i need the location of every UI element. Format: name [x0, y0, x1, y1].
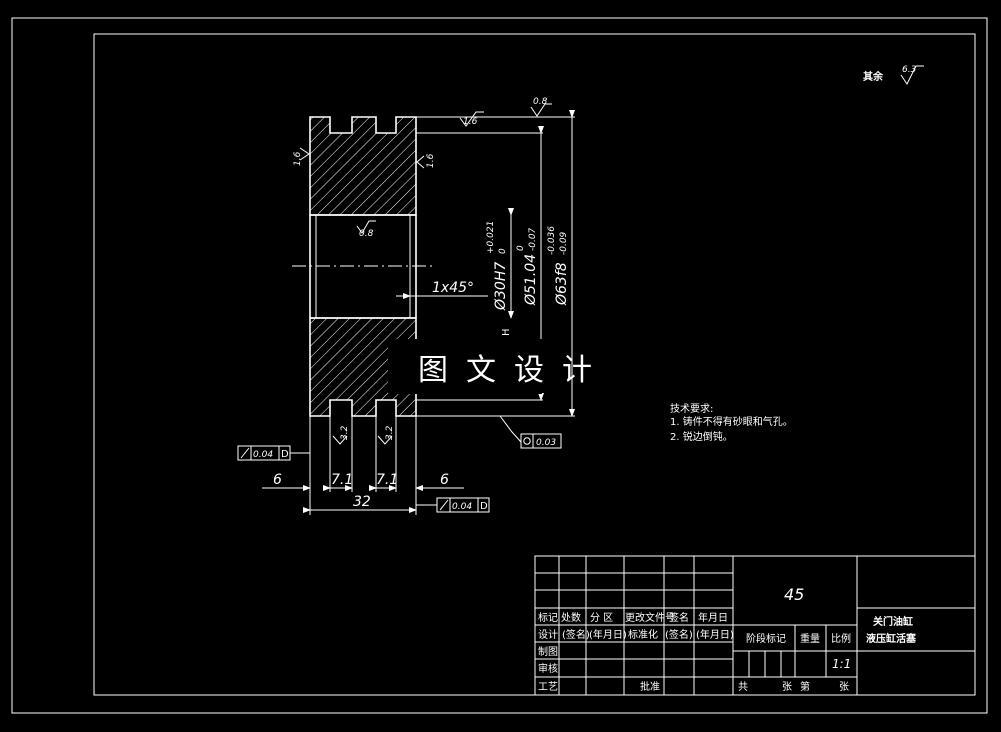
standardize-sign: (签名)	[665, 628, 693, 641]
outer-roughness-symbol-icon	[459, 111, 484, 127]
watermark-background	[388, 339, 542, 394]
weight-label: 重量	[800, 632, 820, 645]
header-sign: 签名	[669, 611, 689, 624]
header-date: 年月日	[698, 611, 728, 624]
review-label: 审核	[538, 662, 558, 675]
groove-a-roughness-value: 3.2	[340, 425, 350, 440]
bore-roughness-symbol-icon	[356, 220, 376, 234]
top-roughness-symbol-icon	[530, 103, 552, 117]
header-mark: 标记	[538, 612, 558, 624]
design-sign: (签名)	[562, 628, 590, 641]
tech-req-item-2: 2. 锐边倒钝。	[670, 430, 733, 443]
sheet-total-label: 共	[738, 681, 748, 693]
technical-requirements: 技术要求: 1. 铸件不得有砂眼和气孔。 2. 锐边倒钝。	[670, 402, 793, 443]
middle-tol-upper: 0	[516, 245, 526, 251]
left-runout-datum: D	[281, 449, 289, 460]
bore-tol-upper: +0.021	[486, 221, 496, 254]
bore-tol-lower: 0	[498, 248, 508, 254]
tech-req-title: 技术要求:	[670, 402, 713, 415]
middle-dimension: Ø51.04	[523, 254, 539, 306]
design-label: 设计	[538, 628, 558, 641]
general-roughness-note: 其余 6.3	[863, 65, 924, 85]
outer-roughness-value: 1.6	[463, 117, 478, 127]
left-length-value: 6	[273, 472, 282, 488]
bottom-runout-frame-box	[436, 497, 490, 513]
design-date: (年月日)	[589, 628, 627, 641]
part-name-line2: 液压缸活塞	[866, 632, 917, 645]
header-count: 处数	[561, 611, 581, 624]
material-value: 45	[784, 585, 804, 604]
middle-tol-lower: -0.07	[528, 227, 538, 251]
scale-label: 比例	[831, 632, 851, 645]
header-change-doc: 更改文件号	[625, 611, 675, 624]
top-roughness-value: 0.8	[533, 97, 548, 107]
runout-arrow-icon	[439, 499, 449, 511]
left-runout-frame: 0.04 D	[237, 445, 310, 461]
cylindricity-symbol-icon	[523, 437, 531, 445]
cylindricity-value: 0.03	[536, 438, 556, 448]
outer-dimension: Ø63f8	[554, 262, 570, 306]
stage-mark-label: 阶段标记	[746, 632, 786, 645]
cylindricity-frame-box	[520, 433, 562, 449]
sheet-outer-border	[11, 17, 988, 714]
groove-a-roughness-symbol-icon	[332, 435, 348, 445]
upper-wall-section	[309, 116, 417, 216]
watermark-text: 图文设计	[418, 353, 610, 388]
sheet-unit2-label: 张	[839, 681, 849, 693]
outer-tol-upper: -0.036	[547, 226, 557, 255]
bore-dimension: Ø30H7	[493, 262, 509, 311]
groove1-length-value: 7.1	[331, 472, 353, 488]
process-label: 工艺	[538, 681, 558, 693]
left-runout-value: 0.04	[253, 450, 273, 460]
roughness-symbol-icon	[900, 65, 924, 85]
length-dimensions: 6 7.1 7.1 6 32	[262, 416, 464, 515]
bottom-runout-frame: 0.04 D	[416, 497, 490, 513]
outer-tol-lower: -0.09	[559, 231, 569, 255]
roughness-marks: 0.8 1.6 1.6 1.6 0.8 3.2 3.2	[293, 97, 552, 445]
standardize-label: 标准化	[628, 628, 658, 641]
header-zone: 分 区	[590, 612, 613, 624]
title-block: 45 关门油缸 液压缸活塞 标记 处数 分 区 更改文件号 签名 年月日 设计 …	[534, 555, 976, 696]
groove2-length-value: 7.1	[376, 472, 398, 488]
approve-label: 批准	[640, 680, 660, 693]
groove-b-roughness-symbol-icon	[377, 435, 393, 445]
bottom-runout-datum: D	[480, 501, 488, 512]
bore-roughness-value: 0.8	[359, 229, 374, 239]
right-length-value: 6	[440, 472, 449, 488]
sheet-no-label: 第	[800, 680, 810, 693]
tech-req-item-1: 1. 铸件不得有砂眼和气孔。	[670, 415, 793, 428]
scale-value: 1:1	[832, 657, 851, 671]
right-roughness-value: 1.6	[426, 153, 436, 168]
sheet-unit-label: 张	[782, 681, 792, 693]
drawing-label: 制图	[538, 645, 558, 658]
cylindricity-frame: 0.03	[499, 415, 562, 449]
runout-arrow-icon	[240, 447, 250, 459]
chamfer-dimension: 1x45°	[432, 280, 474, 296]
standardize-date: (年月日)	[696, 628, 734, 641]
right-roughness-symbol-icon	[416, 155, 425, 169]
left-roughness-symbol-icon	[299, 147, 310, 161]
datum-letter-h: H	[501, 328, 512, 336]
chamfer-callout: 1x45°	[396, 280, 488, 299]
general-roughness-value: 6.3	[902, 65, 917, 75]
left-roughness-value: 1.6	[293, 151, 303, 166]
groove-b-roughness-value: 3.2	[385, 425, 395, 440]
total-length-value: 32	[353, 494, 371, 510]
cylindricity-leader	[499, 415, 522, 443]
part-name-line1: 关门油缸	[873, 615, 913, 628]
general-roughness-label: 其余	[863, 70, 884, 83]
bottom-runout-value: 0.04	[452, 502, 472, 512]
